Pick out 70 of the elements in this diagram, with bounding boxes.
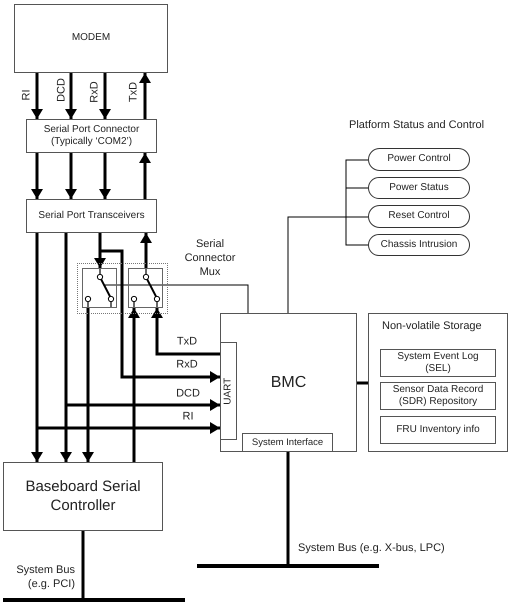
storage-label: System Event Log (SEL) [396,350,480,376]
arrow [36,233,220,434]
transceiver-box [26,199,157,233]
signal-label: RI [22,90,32,100]
pill-label: Chassis Intrusion [380,238,458,252]
control-pill [368,205,470,228]
mux-frame [77,263,168,314]
signal-label: RxD [176,360,198,370]
storage-box [380,382,496,410]
controller-label: Baseboard Serial Controller [24,478,142,516]
arrow [128,308,140,462]
connector-note: (Typically ‘COM2’) [50,136,134,148]
connector-line [286,452,290,564]
storage-box [380,416,496,444]
control-pill [368,177,470,199]
mux-caption: Serial Connector Mux [184,237,236,279]
pill-label: Power Control [386,153,452,166]
modem-box [14,4,168,73]
bus-bar [197,564,379,568]
connector-label: Serial Port Connector [42,124,140,136]
arrow [139,73,151,119]
arrow [65,153,77,199]
connector-line [116,284,128,286]
signal-label: DCD [176,388,200,400]
signal-label: RI [182,412,194,422]
arrow [31,73,43,119]
signal-label: RxD [90,81,100,103]
bus-caption: System Bus (e.g. PCI) [15,563,75,591]
arrow [65,73,77,119]
controller-box [3,462,163,531]
connector-line [288,216,346,314]
modem-label: MODEM [70,32,112,45]
arrow [64,233,220,411]
connector-line [162,284,248,314]
control-pill [368,234,470,256]
interface-box [242,433,333,452]
storage-heading: Non-volatile Storage [381,320,483,334]
signal-label: TxD [176,336,198,348]
arrow [31,153,43,199]
arrow [99,153,111,199]
connector-line [346,188,368,218]
storage-label: Sensor Data Record (SDR) Repository [392,384,484,408]
pill-label: Power Status [388,182,450,194]
arrow [98,233,220,383]
interface-label: System Interface [250,436,324,448]
control-pill [368,148,470,171]
connector-line [82,531,84,598]
arrow [139,153,151,199]
connector-line [346,216,368,246]
signal-label: DCD [56,78,68,102]
group-heading: Platform Status and Control [349,118,484,132]
bus-caption: System Bus (e.g. X-bus, LPC) [298,541,446,555]
storage-box [380,349,496,377]
bmc-box [220,313,357,452]
arrow [140,233,152,268]
connector-box [26,119,157,153]
storage-label: FRU Inventory info [395,424,481,436]
pill-label: Reset Control [387,210,451,223]
arrow [99,73,111,119]
arrow [82,308,94,462]
signal-label: TxD [128,82,140,102]
connector-line [357,382,368,384]
uart-label: UART [222,377,234,405]
storage-panel [368,313,508,452]
uart-box [220,342,237,440]
arrow [151,308,220,356]
connector-line [346,216,368,218]
bmc-label: BMC [270,372,308,392]
bus-bar [3,598,185,602]
transceiver-label: Serial Port Transceivers [37,210,146,222]
